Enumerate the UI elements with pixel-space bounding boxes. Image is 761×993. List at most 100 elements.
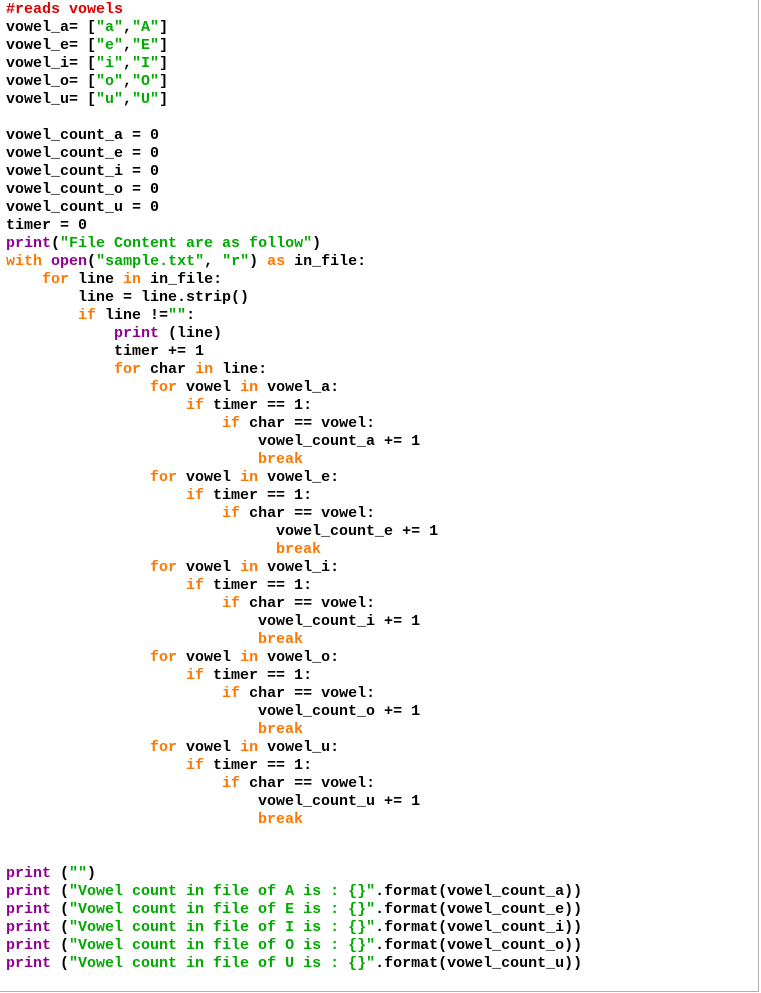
code-token-keyword: as bbox=[267, 253, 286, 270]
code-token-default: line = line.strip() bbox=[6, 289, 250, 306]
code-token-default bbox=[6, 739, 150, 756]
code-line: if timer == 1: bbox=[6, 757, 582, 775]
code-line: if char == vowel: bbox=[6, 775, 582, 793]
code-line: vowel_a= ["a","A"] bbox=[6, 19, 582, 37]
code-token-default: vowel_o= [ bbox=[6, 73, 97, 90]
code-line: if line !="": bbox=[6, 307, 582, 325]
code-line: for char in line: bbox=[6, 361, 582, 379]
code-token-keyword: if bbox=[222, 415, 241, 432]
code-line: for vowel in vowel_u: bbox=[6, 739, 582, 757]
code-token-default: vowel_count_a = 0 bbox=[6, 127, 160, 144]
code-token-keyword: in bbox=[123, 271, 142, 288]
code-token-default bbox=[6, 361, 114, 378]
code-token-default: vowel_count_a += 1 bbox=[6, 433, 421, 450]
code-line: print ("Vowel count in file of O is : {}… bbox=[6, 937, 582, 955]
code-token-default: ( bbox=[51, 883, 70, 900]
code-token-keyword: for bbox=[150, 379, 178, 396]
code-token-default: : bbox=[186, 307, 196, 324]
code-line: vowel_count_o = 0 bbox=[6, 181, 582, 199]
code-token-default: vowel_count_o = 0 bbox=[6, 181, 160, 198]
code-line: for line in in_file: bbox=[6, 271, 582, 289]
code-token-builtin: print bbox=[6, 865, 52, 882]
code-token-default: , bbox=[204, 253, 223, 270]
code-token-string: "Vowel count in file of A is : {}" bbox=[69, 883, 376, 900]
code-token-keyword: break bbox=[258, 631, 304, 648]
code-token-keyword: break bbox=[258, 451, 304, 468]
code-line: vowel_count_i += 1 bbox=[6, 613, 582, 631]
code-token-default bbox=[6, 487, 186, 504]
code-line: if timer == 1: bbox=[6, 397, 582, 415]
code-token-default: in_file: bbox=[285, 253, 367, 270]
code-token-keyword: if bbox=[222, 505, 241, 522]
code-token-keyword: if bbox=[186, 397, 205, 414]
code-token-default: vowel bbox=[177, 379, 241, 396]
code-token-default: char bbox=[141, 361, 196, 378]
code-token-string: "Vowel count in file of O is : {}" bbox=[69, 937, 376, 954]
code-token-default: char == vowel: bbox=[240, 685, 376, 702]
code-token-keyword: if bbox=[222, 685, 241, 702]
code-token-string: "e" bbox=[96, 37, 124, 54]
code-token-default: , bbox=[123, 37, 133, 54]
code-token-string: "o" bbox=[96, 73, 124, 90]
code-token-string: "O" bbox=[132, 73, 160, 90]
code-token-default: vowel_u: bbox=[258, 739, 340, 756]
code-token-default: ( bbox=[87, 253, 97, 270]
code-token-builtin: open bbox=[51, 253, 88, 270]
code-line: vowel_count_a = 0 bbox=[6, 127, 582, 145]
code-token-default: .format(vowel_count_i)) bbox=[375, 919, 583, 936]
code-token-default bbox=[6, 397, 186, 414]
code-token-builtin: print bbox=[114, 325, 160, 342]
code-token-default: , bbox=[123, 19, 133, 36]
code-token-default bbox=[6, 379, 150, 396]
code-line: if char == vowel: bbox=[6, 595, 582, 613]
code-line: print ("Vowel count in file of E is : {}… bbox=[6, 901, 582, 919]
code-token-keyword: for bbox=[42, 271, 70, 288]
code-token-keyword: if bbox=[186, 667, 205, 684]
code-token-default: vowel_i= [ bbox=[6, 55, 97, 72]
code-token-default: timer == 1: bbox=[204, 487, 313, 504]
code-token-default: vowel_o: bbox=[258, 649, 340, 666]
code-token-default bbox=[6, 451, 258, 468]
code-token-string: "" bbox=[168, 307, 187, 324]
code-token-default: char == vowel: bbox=[240, 505, 376, 522]
code-token-builtin: print bbox=[6, 919, 52, 936]
code-token-default: line: bbox=[213, 361, 268, 378]
code-token-default: char == vowel: bbox=[240, 775, 376, 792]
code-token-keyword: in bbox=[240, 379, 259, 396]
code-token-default: vowel_e= [ bbox=[6, 37, 97, 54]
code-token-default bbox=[6, 631, 258, 648]
code-token-default bbox=[6, 469, 150, 486]
code-token-default: (line) bbox=[159, 325, 223, 342]
code-line: if timer == 1: bbox=[6, 487, 582, 505]
code-token-default: ] bbox=[159, 37, 169, 54]
code-token-keyword: if bbox=[186, 487, 205, 504]
code-token-default: vowel_count_i += 1 bbox=[6, 613, 421, 630]
code-token-comment: #reads vowels bbox=[6, 1, 124, 18]
code-token-default: ) bbox=[312, 235, 322, 252]
code-token-keyword: in bbox=[240, 469, 259, 486]
code-line: line = line.strip() bbox=[6, 289, 582, 307]
code-token-default: ( bbox=[51, 937, 70, 954]
code-token-default bbox=[6, 541, 276, 558]
code-token-default: ( bbox=[51, 901, 70, 918]
code-line: for vowel in vowel_i: bbox=[6, 559, 582, 577]
code-token-default: vowel_u= [ bbox=[6, 91, 97, 108]
code-line: break bbox=[6, 721, 582, 739]
code-token-default bbox=[6, 271, 42, 288]
code-token-keyword: in bbox=[240, 739, 259, 756]
code-token-default: , bbox=[123, 73, 133, 90]
code-line: vowel_i= ["i","I"] bbox=[6, 55, 582, 73]
code-token-default: vowel_count_o += 1 bbox=[6, 703, 421, 720]
code-token-string: "" bbox=[69, 865, 88, 882]
code-line: print("File Content are as follow") bbox=[6, 235, 582, 253]
code-token-keyword: break bbox=[258, 811, 304, 828]
code-token-keyword: if bbox=[222, 595, 241, 612]
code-token-default: vowel_e: bbox=[258, 469, 340, 486]
code-token-default: ) bbox=[87, 865, 97, 882]
code-line: print ("Vowel count in file of U is : {}… bbox=[6, 955, 582, 973]
code-token-default: vowel_count_u = 0 bbox=[6, 199, 160, 216]
code-token-keyword: if bbox=[222, 775, 241, 792]
code-token-default: , bbox=[123, 91, 133, 108]
